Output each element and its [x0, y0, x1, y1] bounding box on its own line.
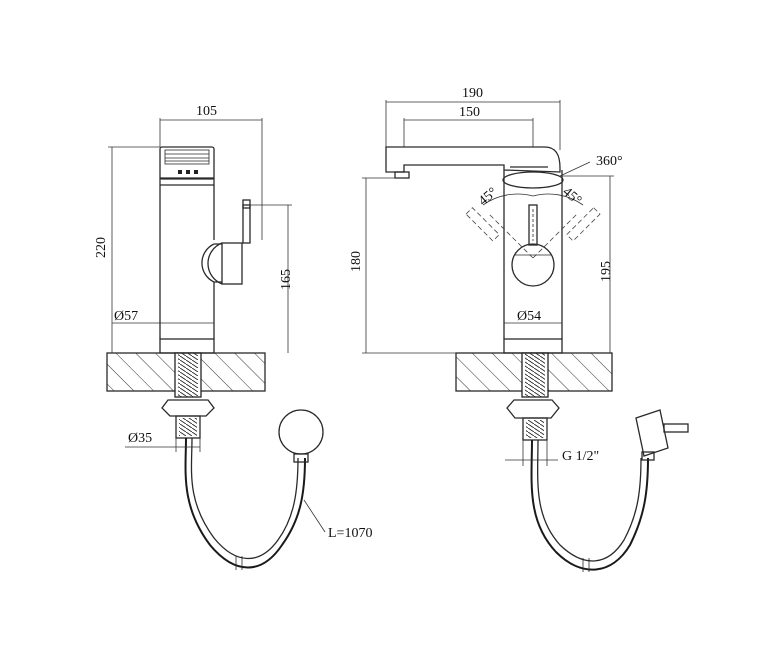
side-base-ring — [159, 338, 215, 354]
front-lever — [528, 204, 538, 246]
dim-front-overall-width: 190 — [462, 86, 483, 101]
front-hose-fitting — [522, 417, 548, 441]
front-plug-pin — [663, 423, 689, 433]
dim-side-handle-height: 165 — [279, 269, 294, 290]
side-plug — [278, 409, 324, 455]
front-nut — [506, 399, 560, 419]
side-hose-fitting — [175, 415, 201, 439]
front-rotation-ellipse — [502, 171, 564, 189]
front-body — [503, 170, 563, 339]
dim-side-shank-diameter: Ø35 — [128, 431, 152, 446]
front-view: 360° 45° 45° 190 150 — [349, 86, 689, 572]
side-view: 105 220 165 Ø57 Ø35 L=1070 — [94, 104, 372, 570]
front-spout — [385, 146, 561, 173]
side-nut — [161, 399, 215, 417]
front-base-ring — [503, 338, 563, 354]
side-lever — [242, 204, 251, 244]
dim-side-width: 105 — [196, 104, 217, 119]
dim-front-spout-reach: 150 — [459, 105, 480, 120]
dim-side-height: 220 — [94, 237, 109, 258]
side-head — [159, 146, 215, 180]
dim-cable-length: L=1070 — [328, 526, 372, 541]
front-handle-range-right — [532, 213, 578, 259]
dim-side-body-diameter: Ø57 — [114, 309, 138, 324]
front-aerator — [394, 171, 410, 179]
dim-front-angle-left: 45° — [476, 185, 501, 209]
front-handle-range-left — [488, 213, 534, 259]
side-hose — [184, 437, 306, 569]
front-handle-hub — [511, 243, 555, 287]
dim-front-body-diameter: Ø54 — [517, 309, 541, 324]
dim-front-outlet-height: 180 — [349, 251, 364, 272]
side-display — [164, 149, 210, 165]
dim-front-rotation: 360° — [596, 154, 623, 169]
dim-front-thread: G 1/2" — [562, 449, 599, 464]
side-handle-hub — [221, 242, 243, 285]
dim-front-total-height: 195 — [599, 261, 614, 282]
dim-front-angle-right: 45° — [559, 185, 584, 209]
front-plug — [635, 409, 669, 457]
side-body — [159, 177, 215, 339]
